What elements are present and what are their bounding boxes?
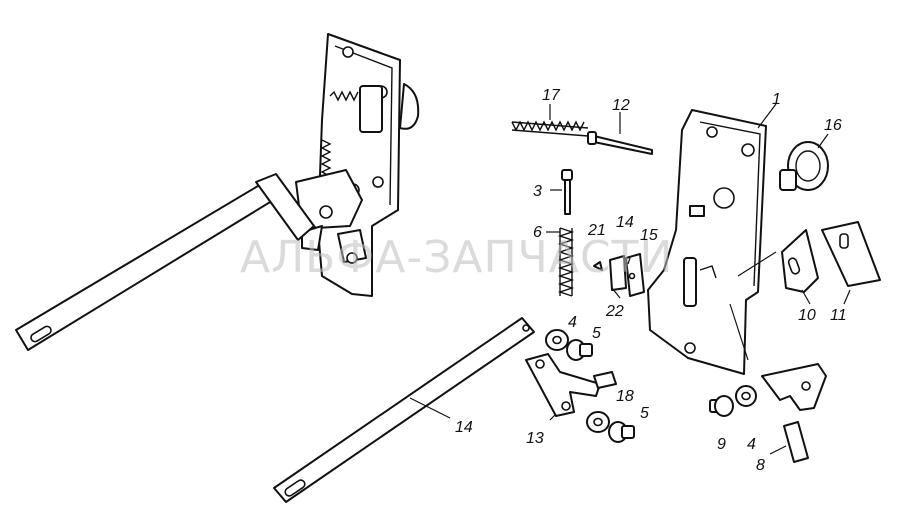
callout-3: 3 bbox=[533, 183, 542, 200]
part-21-22-small-parts bbox=[593, 253, 645, 297]
part-13-lever bbox=[525, 353, 617, 417]
assembled-lock-mechanism bbox=[15, 33, 420, 351]
callout-21: 21 bbox=[587, 222, 606, 239]
callout-9: 9 bbox=[717, 436, 726, 453]
part-4-5-washer-bolt bbox=[545, 329, 593, 361]
part-9-4-bolt-washer bbox=[709, 385, 757, 417]
callout-15: 15 bbox=[640, 227, 658, 244]
part-10-bracket bbox=[781, 229, 819, 293]
callout-14-rod: 14 bbox=[455, 419, 473, 436]
callout-14-small-part: 14 bbox=[616, 214, 634, 231]
callout-labels: 1 3 4 4 5 5 6 8 9 10 11 12 13 14 14 15 1… bbox=[455, 87, 847, 474]
callout-4-lower: 4 bbox=[747, 436, 756, 453]
callout-10: 10 bbox=[798, 307, 816, 324]
callout-12: 12 bbox=[612, 97, 630, 114]
callout-6: 6 bbox=[533, 224, 542, 241]
watermark-text: АЛЬФА-ЗАПЧАСТИ bbox=[240, 232, 673, 283]
callout-17: 17 bbox=[542, 87, 561, 104]
part-17-spring bbox=[511, 120, 589, 137]
callout-1: 1 bbox=[772, 91, 781, 108]
callout-8: 8 bbox=[756, 457, 765, 474]
part-12-pin bbox=[587, 131, 653, 155]
callout-13: 13 bbox=[526, 430, 544, 447]
part-1-base-plate bbox=[647, 109, 767, 375]
part-3-bolt bbox=[561, 169, 573, 215]
part-6-spring bbox=[557, 227, 575, 297]
callout-16: 16 bbox=[824, 117, 842, 134]
callout-11: 11 bbox=[830, 307, 847, 324]
callout-18: 18 bbox=[616, 388, 634, 405]
part-16-knob bbox=[779, 141, 829, 191]
callout-5-upper: 5 bbox=[592, 325, 601, 342]
part-18-5-washer-bolt bbox=[586, 411, 635, 443]
leader-lines bbox=[409, 103, 851, 455]
callout-5-lower: 5 bbox=[640, 405, 649, 422]
part-8-catch bbox=[761, 363, 827, 463]
callout-4-upper: 4 bbox=[568, 314, 577, 331]
callout-22: 22 bbox=[605, 303, 624, 320]
part-14-rod bbox=[273, 317, 535, 503]
part-11-plate bbox=[821, 221, 881, 287]
